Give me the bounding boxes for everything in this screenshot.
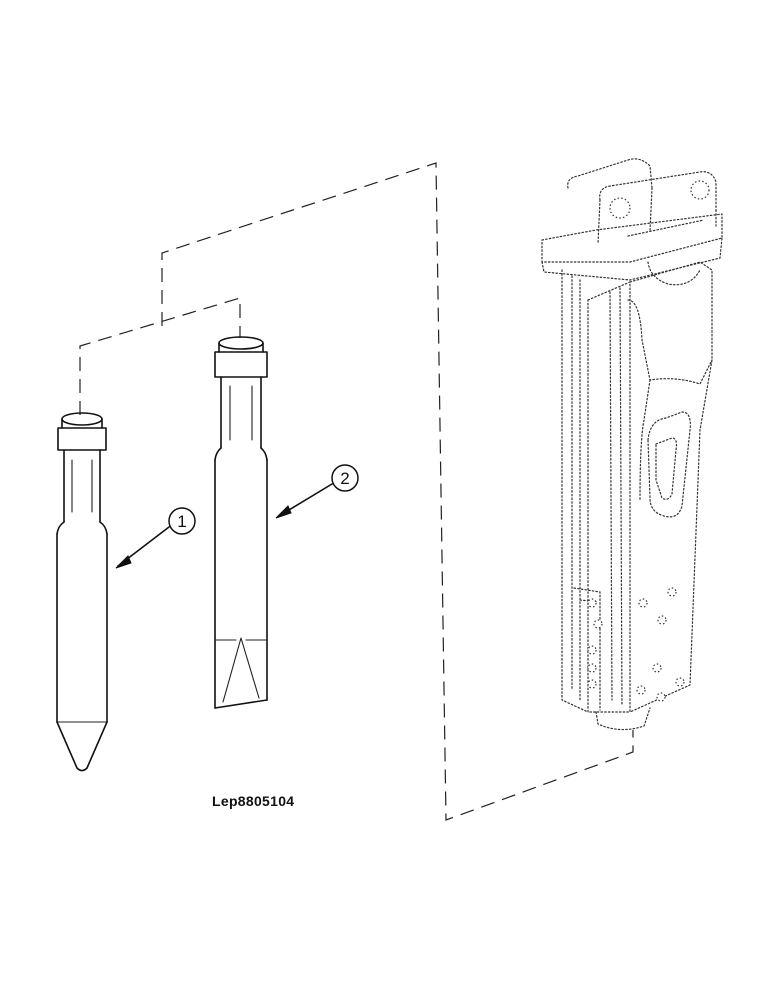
moil-point-tool bbox=[56, 412, 108, 772]
callout-2-circle bbox=[331, 464, 359, 492]
chisel-tool bbox=[214, 336, 268, 709]
assembly-leader-lines bbox=[79, 162, 634, 821]
callout-2: 2 bbox=[275, 464, 359, 519]
hydraulic-breaker-housing bbox=[541, 158, 723, 731]
callout-2-arrowhead bbox=[275, 505, 292, 519]
figure-id-label: Lep8805104 bbox=[212, 793, 295, 809]
callout-2-number: 2 bbox=[340, 469, 349, 488]
callout-1-circle bbox=[168, 507, 196, 535]
callout-1-arrowhead bbox=[115, 555, 132, 569]
callout-1-number: 1 bbox=[177, 512, 186, 531]
callout-1: 1 bbox=[115, 507, 196, 569]
